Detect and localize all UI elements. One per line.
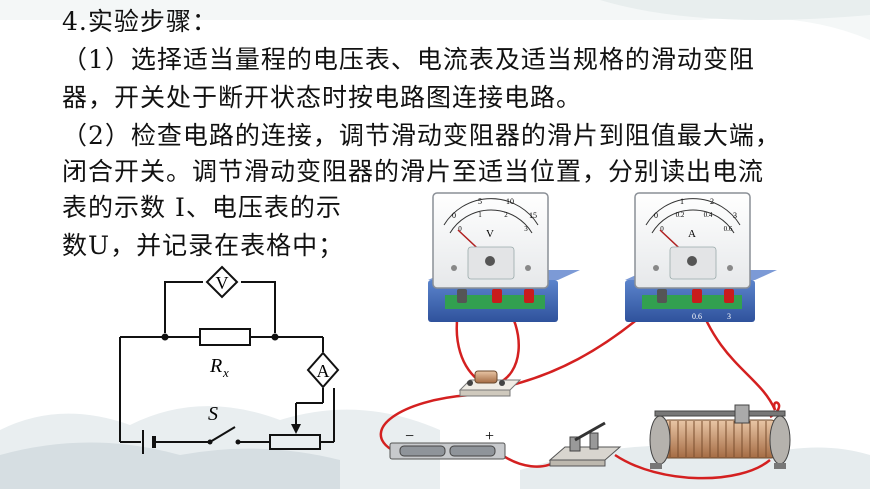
circuit-diagram: V A R x S (119, 265, 340, 454)
voltmeter-bottom-scale-1: 1 (478, 211, 482, 219)
apparatus-illustration: 0 5 10 15 0 1 2 3 V 0 1 2 3 0 0.2 0.4 0.… (379, 192, 791, 480)
voltmeter-bottom-scale-0: 0 (458, 225, 462, 233)
wire-resistor-to-battery (379, 393, 471, 452)
ammeter-top-scale-0: 0 (654, 211, 658, 220)
voltmeter-unit: V (486, 228, 494, 240)
heading: 4.实验步骤： (62, 7, 218, 36)
voltmeter-terminal-negative[interactable] (457, 289, 467, 303)
voltmeter-device: 0 5 10 15 0 1 2 3 V (428, 192, 580, 322)
step1-line2: 器，开关处于断开状态时按电路图连接电路。 (62, 83, 583, 112)
switch-device[interactable] (548, 421, 622, 467)
rheostat-slider[interactable] (734, 404, 750, 424)
ammeter-terminal-0.6[interactable] (692, 289, 702, 303)
resistor-rx (199, 328, 251, 346)
ammeter-terminal-3[interactable] (724, 289, 734, 303)
ammeter-bottom-scale-0: 0 (660, 225, 664, 233)
voltmeter-top-scale-3: 15 (529, 211, 537, 220)
rheostat-slider-arrow (291, 424, 301, 434)
voltmeter-bottom-scale-3: 3 (524, 225, 528, 233)
ammeter-bottom-scale-2: 0.4 (704, 211, 713, 219)
rheostat-device (649, 404, 791, 469)
switch-lever[interactable] (574, 421, 606, 442)
step1-line1: （1）选择适当量程的电压表、电流表及适当规格的滑动变阻 (62, 45, 755, 74)
ammeter-top-scale-1: 1 (680, 197, 684, 206)
voltmeter-bottom-scale-2: 2 (504, 211, 508, 219)
resistor-device (458, 370, 522, 397)
voltmeter-terminal-3[interactable] (492, 289, 502, 303)
switch-label: S (208, 403, 218, 425)
ammeter-terminal-negative[interactable] (657, 289, 667, 303)
resistor-label-subscript: x (222, 365, 229, 380)
ammeter-bottom-scale-3: 0.6 (724, 225, 733, 233)
ammeter-terminal-label-0.6: 0.6 (692, 312, 702, 321)
voltmeter-symbol-label: V (216, 273, 229, 293)
resistor-label: R (209, 355, 222, 377)
wire-switch-to-rheostat (614, 453, 771, 480)
battery-plus-label: + (485, 428, 494, 445)
ammeter-symbol-label: A (317, 361, 330, 381)
step2-line1: （2）检查电路的连接，调节滑动变阻器的滑片到阻值最大端， (62, 121, 781, 150)
ammeter-unit: A (688, 228, 696, 240)
step2-line4: 数U，并记录在表格中； (62, 231, 345, 260)
ammeter-bottom-scale-1: 0.2 (676, 211, 685, 219)
voltmeter-top-scale-2: 10 (506, 197, 514, 206)
step2-line2: 闭合开关。调节滑动变阻器的滑片至适当位置，分别读出电流 (62, 157, 765, 186)
ammeter-top-scale-3: 3 (733, 211, 737, 220)
voltmeter-top-scale-0: 0 (452, 211, 456, 220)
rheostat (269, 434, 321, 450)
battery-device: − + (389, 428, 506, 460)
step2-line3: 表的示数 I、电压表的示 (62, 193, 342, 222)
ammeter-device: 0 1 2 3 0 0.2 0.4 0.6 A 0.6 3 (625, 192, 777, 322)
ammeter-top-scale-2: 2 (710, 197, 714, 206)
voltmeter-top-scale-1: 5 (478, 197, 482, 206)
voltmeter-terminal-15[interactable] (524, 289, 534, 303)
ammeter-symbol (306, 351, 340, 389)
voltmeter-symbol (205, 265, 239, 299)
battery-minus-label: − (405, 428, 414, 445)
ammeter-terminal-label-3: 3 (727, 312, 731, 321)
